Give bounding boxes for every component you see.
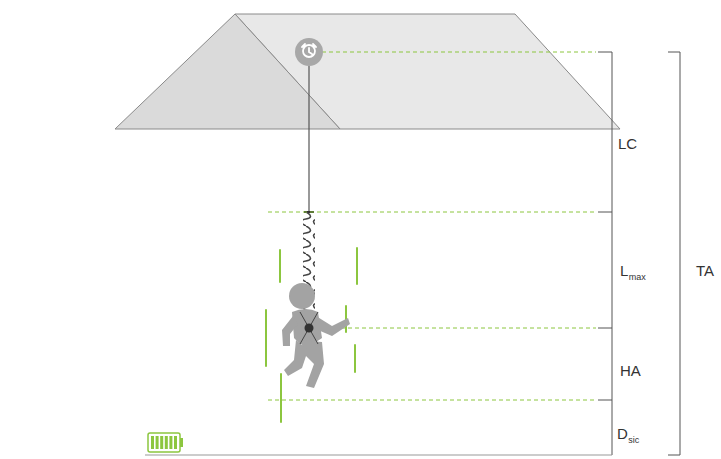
anchor-symbol (302, 44, 316, 57)
dimension-label: TA (696, 263, 714, 278)
dimension-label: L (620, 263, 628, 278)
dimension-subscript: max (629, 273, 646, 282)
dimension-scale (598, 52, 680, 455)
roof-gable (115, 14, 340, 129)
level-line (268, 400, 596, 401)
dimension-label: LC (618, 136, 637, 151)
worker-figure (282, 283, 350, 388)
dimension-label: HA (620, 363, 641, 378)
ground-line (145, 455, 612, 456)
dorsal-ring (305, 324, 314, 333)
harness (300, 312, 318, 344)
anchor-point (295, 38, 323, 66)
battery-icon (148, 433, 183, 452)
rope (308, 66, 309, 212)
level-line (322, 52, 596, 53)
level-line (268, 212, 596, 213)
dimension-label: D (617, 426, 628, 441)
motion-lines (266, 248, 357, 422)
dimension-subscript: sic (628, 436, 639, 445)
